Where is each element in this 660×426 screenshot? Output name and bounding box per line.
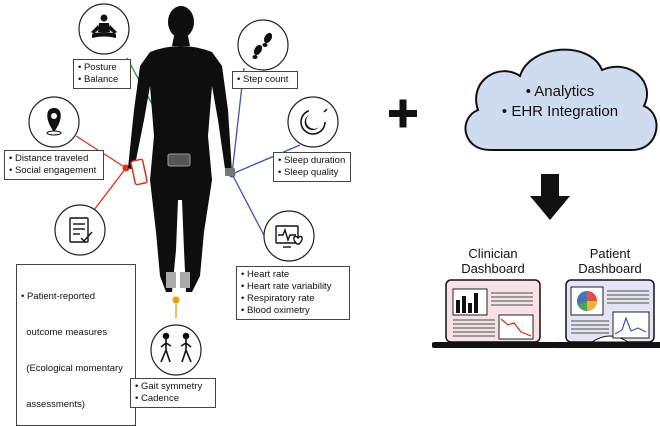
heart-connector	[231, 173, 269, 244]
gait-symmetry-label: • Gait symmetry	[135, 381, 203, 392]
ankle-sensor-left	[166, 272, 176, 288]
survey-label-box: • Patient-reported outcome measures (Eco…	[16, 264, 136, 426]
footprints-icon	[252, 32, 273, 59]
oximetry-label: • Blood oximetry	[241, 305, 310, 316]
cloud-text: • Analytics • EHR Integration	[470, 82, 650, 122]
cadence-label: • Cadence	[135, 393, 179, 404]
step-label-box: • Step count	[232, 71, 298, 89]
step-count-label: • Step count	[237, 74, 289, 85]
walking-gait-icon	[160, 332, 192, 363]
sleep-quality-label: • Sleep quality	[278, 167, 339, 178]
survey-checklist-icon	[69, 217, 93, 243]
human-silhouette	[128, 6, 232, 292]
gait-icon-circle	[150, 324, 202, 376]
patient-laptop	[552, 279, 660, 348]
distance-label: • Distance traveled	[9, 153, 89, 164]
sleep-icon-circle	[287, 96, 339, 148]
heart-rate-label: • Heart rate	[241, 269, 290, 280]
sleep-duration-label: • Sleep duration	[278, 155, 346, 166]
cloud-shape	[464, 48, 658, 151]
survey-label-4: assessments)	[21, 399, 85, 410]
patient-dashboard-title: Patient Dashboard	[566, 246, 654, 276]
clinician-title-line1: Clinician	[468, 246, 518, 261]
gait-label-box: • Gait symmetry • Cadence	[130, 378, 216, 408]
survey-icon-circle	[54, 204, 106, 256]
clinician-laptop	[432, 279, 554, 348]
meditation-icon	[91, 14, 117, 38]
sleep-label-box: • Sleep duration • Sleep quality	[273, 152, 351, 182]
patient-title-line1: Patient	[589, 246, 631, 261]
survey-label-3: (Ecological momentary	[21, 363, 123, 374]
patient-title-line2: Dashboard	[578, 261, 642, 276]
respiratory-label: • Respiratory rate	[241, 293, 315, 304]
sleep-connector	[231, 144, 301, 175]
belt-sensor	[167, 153, 191, 167]
phone-dot	[122, 164, 130, 172]
map-pin-icon	[46, 108, 62, 136]
phone-device	[130, 158, 148, 186]
survey-label-2: outcome measures	[21, 327, 108, 338]
survey-label-1: • Patient-reported	[21, 291, 96, 302]
plus-icon	[389, 99, 417, 128]
analytics-label: • Analytics	[525, 83, 595, 100]
social-label: • Social engagement	[9, 165, 97, 176]
survey-connector	[93, 167, 127, 211]
ehr-label: • EHR Integration	[501, 103, 619, 120]
ankle-dot	[172, 296, 180, 304]
balance-label: • Balance	[78, 74, 119, 85]
wearable-diagram: • Posture • Balance • Step count • Dista…	[4, 3, 660, 426]
clinician-title-line2: Dashboard	[461, 261, 525, 276]
heart-monitor-icon	[275, 225, 303, 248]
posture-label-box: • Posture • Balance	[73, 59, 131, 89]
clinician-dashboard-title: Clinician Dashboard	[448, 246, 538, 276]
wrist-device	[225, 168, 235, 176]
moon-clock-icon	[300, 108, 328, 135]
down-arrow-icon	[530, 174, 570, 220]
heart-label-box: • Heart rate • Heart rate variability • …	[236, 266, 350, 320]
location-label-box: • Distance traveled • Social engagement	[4, 150, 104, 180]
posture-label: • Posture	[78, 62, 117, 73]
ankle-sensor-right	[180, 272, 190, 288]
hrv-label: • Heart rate variability	[241, 281, 332, 292]
